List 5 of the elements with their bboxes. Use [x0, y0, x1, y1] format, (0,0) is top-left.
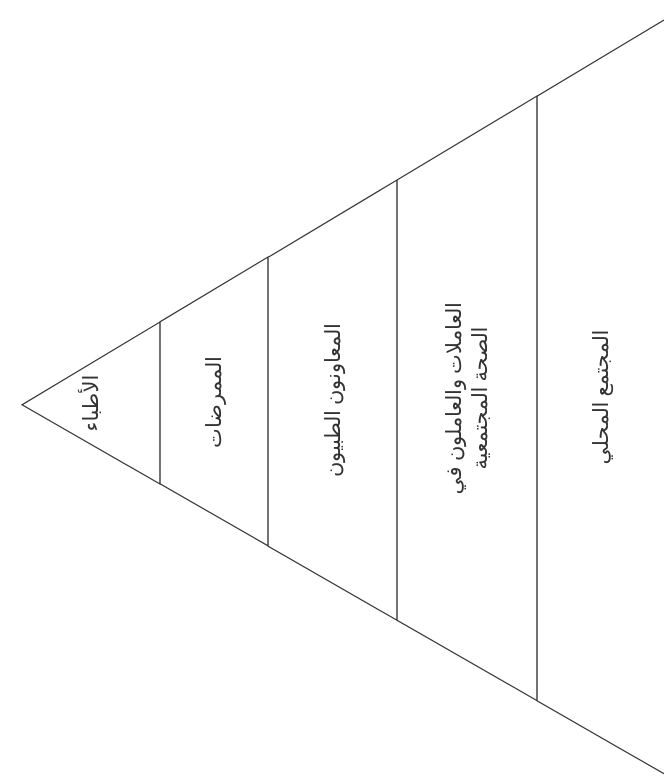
band-label: العاملات والعاملون في الصحة المجتمعية: [442, 302, 492, 495]
band-label: المعاونون الطبيون: [320, 323, 344, 478]
band-label: الأطباء: [79, 374, 103, 432]
band-label: المجتمع المحلي: [588, 329, 612, 464]
band-label: الممرضات: [202, 356, 226, 448]
